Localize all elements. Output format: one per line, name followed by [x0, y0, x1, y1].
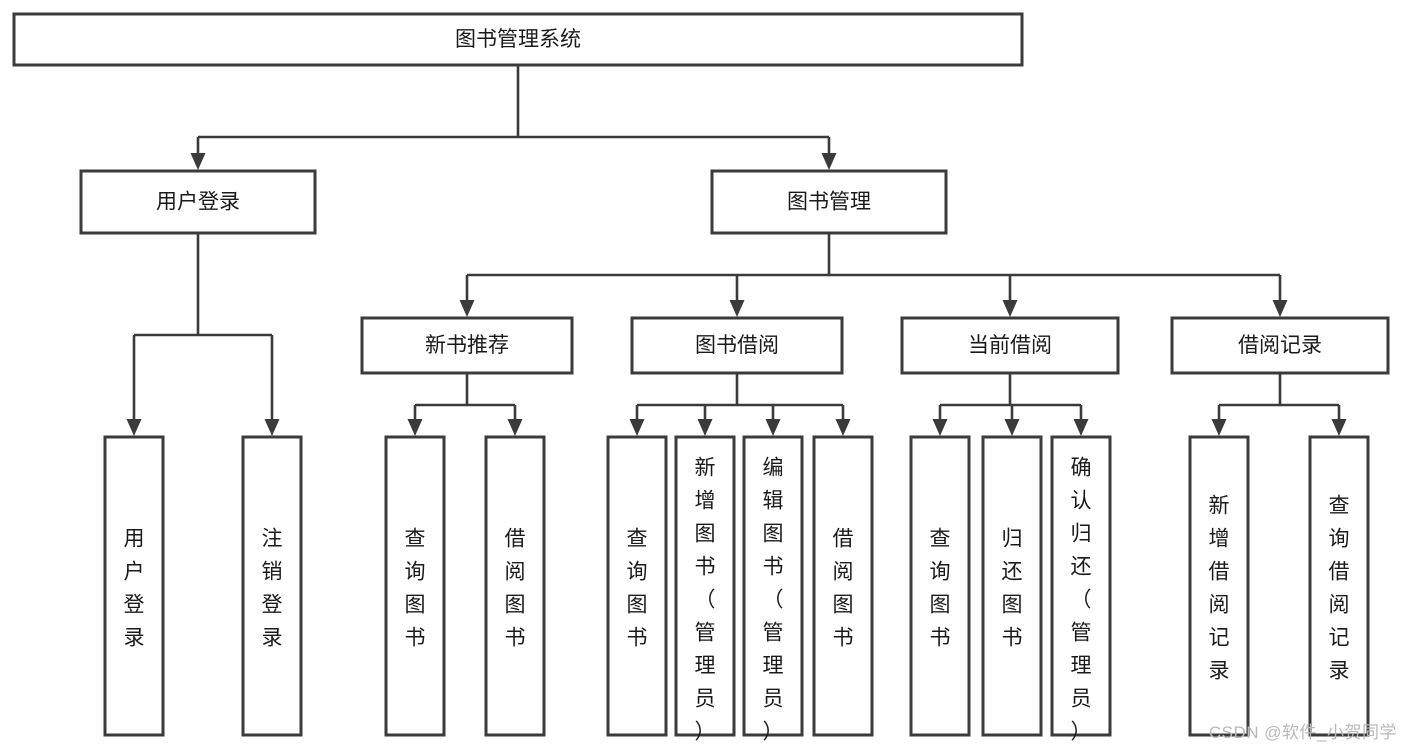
- node-label-borrow-record: 借阅记录: [1238, 334, 1322, 357]
- arrowhead-icon: [1073, 419, 1089, 436]
- arrowhead-icon: [835, 419, 851, 436]
- node-label-leaf-query-borrow-record: 查询借阅记录: [1329, 495, 1350, 683]
- node-leaf-query-borrow-record[interactable]: 查询借阅记录: [1308, 435, 1370, 737]
- node-box-leaf-add-borrow-record: [1188, 435, 1250, 737]
- node-leaf-borrow-book-rec[interactable]: 借阅图书: [484, 435, 546, 737]
- node-leaf-return-book[interactable]: 归还图书: [981, 435, 1043, 737]
- watermark-label: CSDN @软件_小贺同学: [1208, 723, 1397, 742]
- node-box-leaf-user-login: [103, 435, 165, 737]
- node-label-leaf-add-book-admin: 新增图书（管理员）: [695, 457, 716, 744]
- node-label-leaf-borrow-book-rec: 借阅图书: [505, 528, 526, 650]
- arrowhead-icon: [1331, 419, 1347, 436]
- node-label-leaf-user-logout: 注销登录: [262, 528, 283, 650]
- arrowhead-icon: [1272, 300, 1288, 317]
- node-box-root: [12, 12, 1024, 67]
- node-layer: 图书管理系统用户登录图书管理新书推荐图书借阅当前借阅借阅记录用户登录注销登录查询…: [12, 12, 1390, 744]
- node-box-leaf-return-book: [981, 435, 1043, 737]
- node-box-leaf-borrow-book-rec: [484, 435, 546, 737]
- node-label-book-borrow: 图书借阅: [695, 334, 779, 357]
- connector-current-borrow: [932, 373, 1089, 436]
- arrowhead-icon: [407, 419, 423, 436]
- node-label-current-borrow: 当前借阅: [968, 334, 1052, 357]
- node-leaf-query-book-rec[interactable]: 查询图书: [384, 435, 446, 737]
- node-box-leaf-query-book-cur: [909, 435, 971, 737]
- node-box-leaf-user-logout: [241, 435, 303, 737]
- node-box-leaf-edit-book-admin: [742, 435, 804, 737]
- connector-user-login: [126, 233, 280, 436]
- node-box-current-borrow: [900, 316, 1120, 375]
- node-leaf-query-book-cur[interactable]: 查询图书: [909, 435, 971, 737]
- node-label-leaf-confirm-return-admin: 确认归还（管理员）: [1071, 457, 1092, 744]
- node-label-root: 图书管理系统: [455, 28, 581, 51]
- connector-new-book-recommend: [407, 373, 523, 436]
- arrowhead-icon: [729, 300, 745, 317]
- node-label-leaf-query-book-borrow: 查询图书: [627, 528, 648, 650]
- node-leaf-add-book-admin[interactable]: 新增图书（管理员）: [674, 435, 736, 744]
- arrowhead-icon: [697, 419, 713, 436]
- node-label-user-login: 用户登录: [156, 191, 240, 214]
- arrowhead-icon: [932, 419, 948, 436]
- arrowhead-icon: [1002, 300, 1018, 317]
- arrowhead-icon: [629, 419, 645, 436]
- node-label-leaf-user-login: 用户登录: [124, 528, 145, 650]
- node-label-leaf-add-borrow-record: 新增借阅记录: [1209, 495, 1230, 683]
- node-box-leaf-query-borrow-record: [1308, 435, 1370, 737]
- arrowhead-icon: [821, 153, 837, 170]
- node-box-borrow-record: [1170, 316, 1390, 375]
- node-new-book-recommend[interactable]: 新书推荐: [360, 316, 574, 375]
- node-label-leaf-query-book-cur: 查询图书: [930, 528, 951, 650]
- node-label-leaf-return-book: 归还图书: [1002, 528, 1023, 650]
- node-label-book-manage: 图书管理: [787, 191, 871, 214]
- node-leaf-add-borrow-record[interactable]: 新增借阅记录: [1188, 435, 1250, 737]
- node-box-leaf-borrow-book: [812, 435, 874, 737]
- connector-layer: [126, 65, 1347, 436]
- node-label-leaf-query-book-rec: 查询图书: [405, 528, 426, 650]
- arrowhead-icon: [190, 153, 206, 170]
- node-box-leaf-query-book-rec: [384, 435, 446, 737]
- node-box-leaf-query-book-borrow: [606, 435, 668, 737]
- node-box-new-book-recommend: [360, 316, 574, 375]
- node-user-login[interactable]: 用户登录: [79, 169, 317, 235]
- node-box-user-login: [79, 169, 317, 235]
- node-box-leaf-confirm-return-admin: [1050, 435, 1112, 737]
- node-leaf-borrow-book[interactable]: 借阅图书: [812, 435, 874, 737]
- node-label-leaf-edit-book-admin: 编辑图书（管理员）: [763, 457, 784, 744]
- node-box-leaf-add-book-admin: [674, 435, 736, 737]
- node-book-borrow[interactable]: 图书借阅: [630, 316, 844, 375]
- node-leaf-user-logout[interactable]: 注销登录: [241, 435, 303, 737]
- node-box-book-borrow: [630, 316, 844, 375]
- connector-root: [190, 65, 837, 170]
- connector-book-manage: [459, 233, 1288, 317]
- arrowhead-icon: [126, 419, 142, 436]
- arrowhead-icon: [507, 419, 523, 436]
- node-current-borrow[interactable]: 当前借阅: [900, 316, 1120, 375]
- node-borrow-record[interactable]: 借阅记录: [1170, 316, 1390, 375]
- arrowhead-icon: [765, 419, 781, 436]
- node-label-new-book-recommend: 新书推荐: [425, 334, 509, 357]
- node-book-manage[interactable]: 图书管理: [710, 169, 948, 235]
- node-label-leaf-borrow-book: 借阅图书: [833, 528, 854, 650]
- arrowhead-icon: [264, 419, 280, 436]
- arrowhead-icon: [1004, 419, 1020, 436]
- node-box-book-manage: [710, 169, 948, 235]
- arrowhead-icon: [1211, 419, 1227, 436]
- node-leaf-confirm-return-admin[interactable]: 确认归还（管理员）: [1050, 435, 1112, 744]
- arrowhead-icon: [459, 300, 475, 317]
- node-leaf-user-login[interactable]: 用户登录: [103, 435, 165, 737]
- node-leaf-query-book-borrow[interactable]: 查询图书: [606, 435, 668, 737]
- node-leaf-edit-book-admin[interactable]: 编辑图书（管理员）: [742, 435, 804, 744]
- node-root[interactable]: 图书管理系统: [12, 12, 1024, 67]
- connector-book-borrow: [629, 373, 851, 436]
- connector-borrow-record: [1211, 373, 1347, 436]
